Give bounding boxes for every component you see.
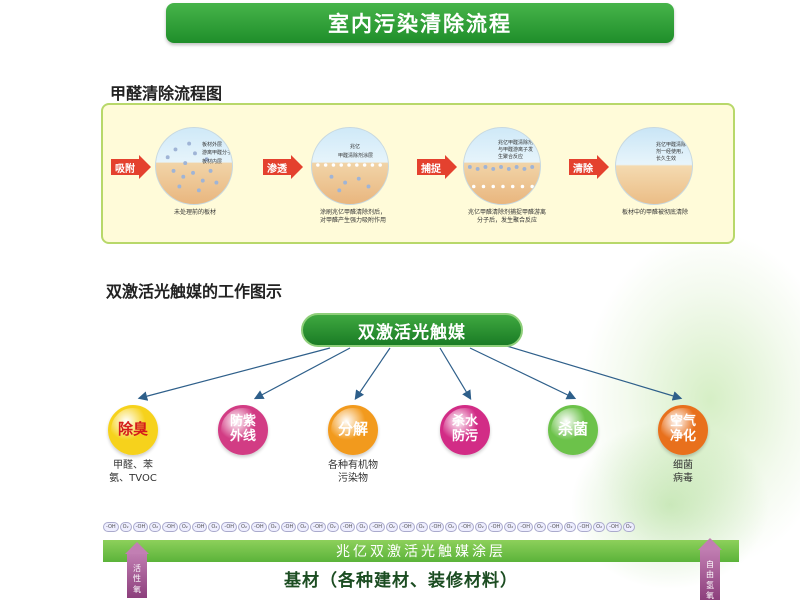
function-circle: 分解 [328, 405, 378, 455]
molecule-chip: O₂ [208, 522, 221, 532]
molecule-chip: O₂ [119, 522, 132, 532]
photocatalyst-center-label: 双激活光触媒 [301, 313, 523, 347]
molecule-chip: O₂ [356, 522, 369, 532]
flow-arrow-adsorb: 吸附 [111, 155, 151, 179]
circle-label: 与甲醛游离子发 [498, 147, 534, 153]
molecule-chip: O₂ [267, 522, 280, 532]
molecule-chip: -OH [191, 522, 208, 532]
molecule-chip: -OH [310, 522, 326, 532]
background-leaf-glow [580, 230, 800, 570]
circle-label: 生聚合反应 [498, 154, 524, 160]
molecule-chip: -OH [162, 522, 178, 532]
circle-label: 剂一经使用， [656, 149, 687, 155]
molecule-chip: O₂ [178, 522, 191, 532]
molecule-chip: O₂ [474, 522, 487, 532]
section-heading-formaldehyde: 甲醛清除流程图 [110, 84, 223, 103]
function-description: 甲醛、苯 氨、TVOC [109, 460, 157, 484]
molecule-chip: -OH [221, 522, 238, 532]
molecule-chip: O₂ [445, 522, 458, 532]
coating-layer-bar: 兆亿双激活光触媒涂层 [103, 540, 739, 562]
function-circle: 杀水 防污 [440, 405, 490, 455]
molecule-chip: O₂ [563, 522, 576, 532]
function-description: 细菌 病毒 [673, 460, 693, 484]
function-circle: 除臭 [108, 405, 158, 455]
circle-label: 游离甲醛分子 [202, 150, 233, 156]
hydroxyl-radical-tag: 自 由 氢 氧 基 [698, 538, 722, 611]
molecule-chip: O₂ [297, 522, 310, 532]
function-description: 各种有机物 污染物 [328, 460, 378, 484]
molecule-chip: O₂ [149, 522, 162, 532]
circle-caption: 板材中的甲醛被彻底清除 [621, 209, 688, 216]
molecule-chip: -OH [517, 522, 533, 532]
molecule-chip: -OH [369, 522, 385, 532]
circle-label: 甲醛清除剂涂层 [338, 153, 374, 159]
molecule-chip: -OH [250, 522, 267, 532]
flow-circle-untreated: 板材外层 游离甲醛分子 板材内层 [155, 127, 233, 205]
function-circle: 杀菌 [548, 405, 598, 455]
molecule-chip: -OH [280, 522, 297, 532]
molecule-chip: O₂ [415, 522, 428, 532]
particle-dots [165, 141, 219, 193]
formaldehyde-flow-panel: 吸附 渗透 捕捉 清除 板材外层 游离甲醛分子 板材内层 未处理前的板材 兆亿 … [101, 103, 735, 244]
circle-label: 兆亿甲醛清除剂 [498, 140, 534, 146]
molecule-chip: -OH [576, 522, 593, 532]
base-material-label: 基材（各种建材、装修材料） [284, 571, 518, 591]
active-oxygen-tag: 活 性 氧 [125, 542, 149, 598]
circle-label: 兆亿 [350, 144, 361, 150]
molecule-chip: -OH [546, 522, 563, 532]
molecule-chip: -OH [428, 522, 445, 532]
flow-arrow-permeate: 渗透 [263, 155, 303, 179]
molecule-chip: O₂ [385, 522, 398, 532]
section-heading-photocatalyst: 双激活光触媒的工作图示 [106, 282, 283, 301]
flow-circle-coated: 兆亿 甲醛清除剂涂层 [311, 127, 389, 205]
particle-dots [316, 163, 382, 193]
molecule-chip: O₂ [533, 522, 546, 532]
function-circle: 空气 净化 [658, 405, 708, 455]
flow-circle-capture: 兆亿甲醛清除剂 与甲醛游离子发 生聚合反应 [463, 127, 541, 205]
circle-caption: 未处理前的板材 [173, 209, 216, 216]
circle-label: 板材内层 [202, 159, 223, 165]
particle-dots [467, 165, 535, 189]
function-circle: 防紫 外线 [218, 405, 268, 455]
circle-label: 兆亿甲醛清除 [656, 142, 687, 148]
molecule-chip: O₂ [504, 522, 517, 532]
circle-caption: 涂刷兆亿甲醛清除剂后， 对甲醛产生强力吸附作用 [319, 209, 386, 225]
flow-arrow-remove: 清除 [569, 155, 609, 179]
circle-label: 板材外层 [202, 142, 223, 148]
molecule-chip: -OH [487, 522, 504, 532]
molecule-chip: -OH [132, 522, 149, 532]
circle-caption: 兆亿甲醛清除剂捕捉甲醛游离 分子后，发生聚合反应 [467, 209, 546, 225]
molecule-chip: -OH [103, 522, 119, 532]
flow-arrow-capture: 捕捉 [417, 155, 457, 179]
flow-circle-cleared: 兆亿甲醛清除 剂一经使用， 长久生效 [615, 127, 693, 205]
molecule-chip: -OH [339, 522, 356, 532]
molecule-chip: -OH [398, 522, 415, 532]
molecule-chip: -OH [458, 522, 474, 532]
molecule-chip: O₂ [326, 522, 339, 532]
molecule-chip: -OH [606, 522, 622, 532]
circle-label: 长久生效 [656, 156, 677, 162]
molecule-chip: O₂ [593, 522, 606, 532]
molecule-chip: O₂ [238, 522, 250, 532]
molecule-chip: O₂ [622, 522, 635, 532]
page-title: 室内污染清除流程 [166, 3, 674, 43]
